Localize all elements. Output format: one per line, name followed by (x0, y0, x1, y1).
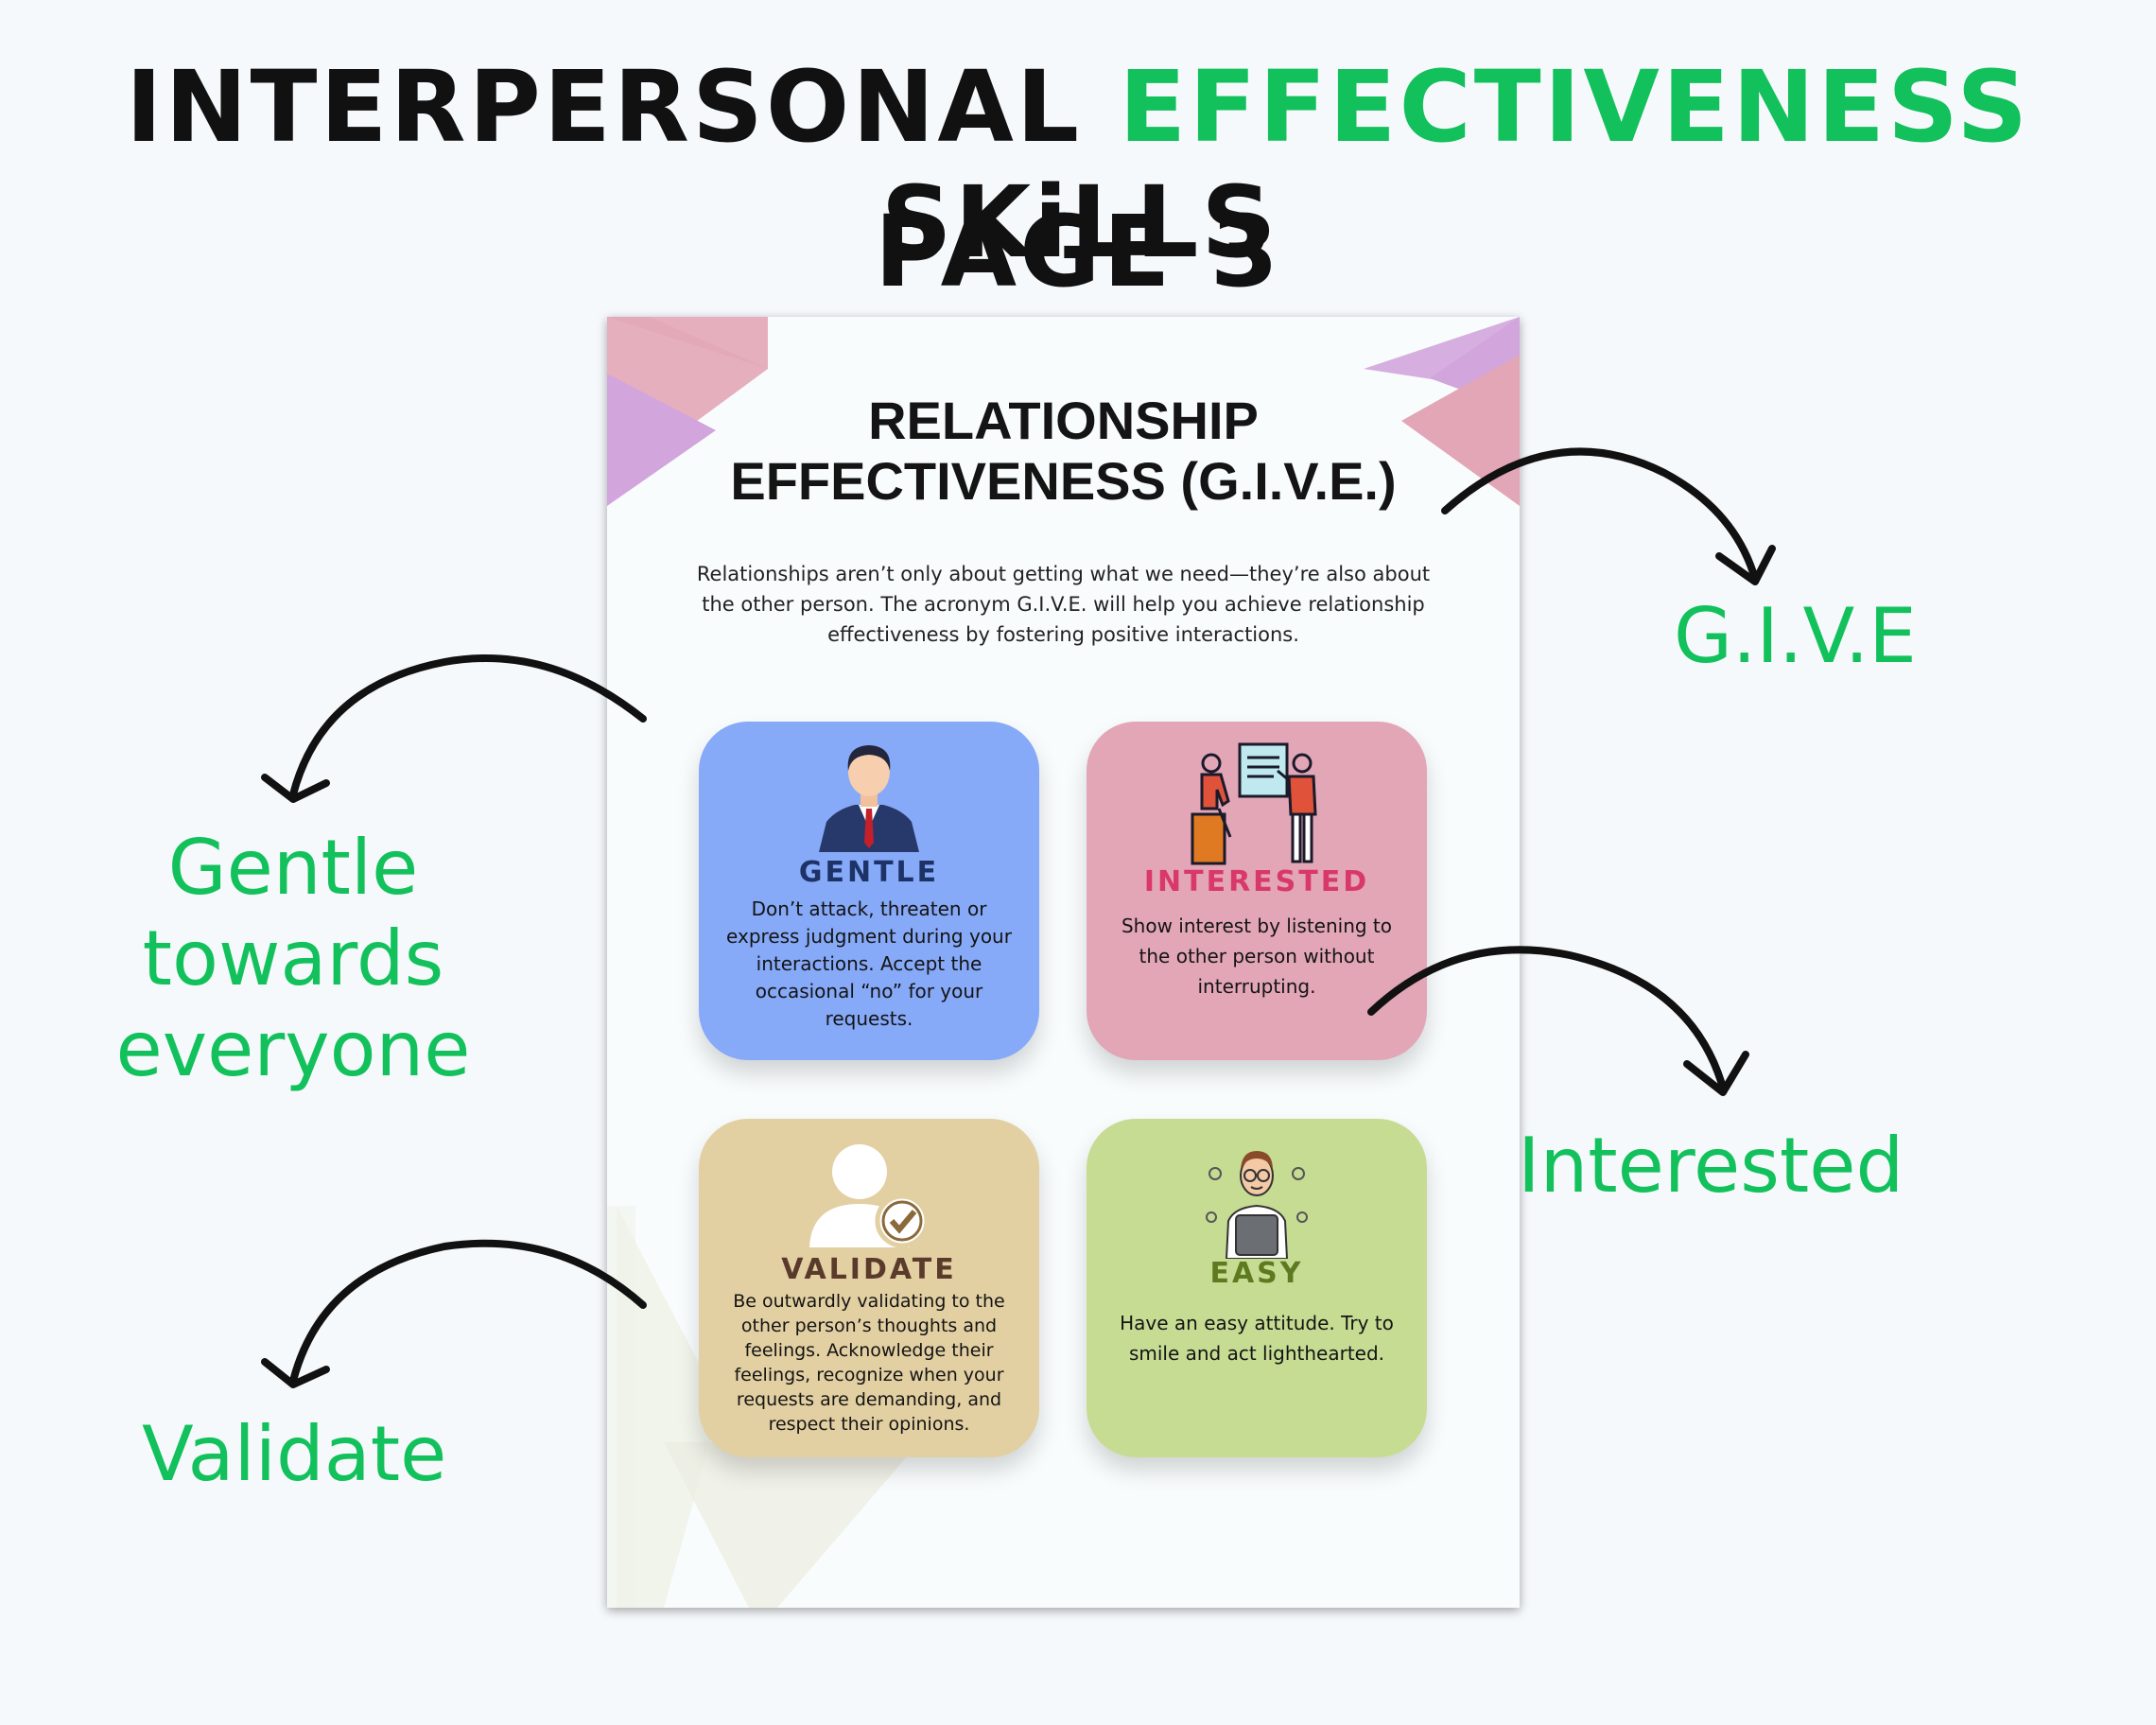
annotation-gentle: Gentle towards everyone (9, 823, 577, 1095)
arrow-gentle (289, 654, 647, 798)
arrowhead-give (1715, 545, 1776, 585)
user-check-icon (699, 1143, 1039, 1251)
arrow-validate (289, 1239, 647, 1385)
headline-part1: INTERPERSONAL (125, 49, 1120, 165)
card-gentle: GENTLE Don’t attack, threaten or express… (699, 722, 1039, 1060)
arrowhead-interested (1683, 1051, 1749, 1096)
intro-line: effectiveness by fostering positive inte… (827, 623, 1299, 646)
annotation-validate: Validate (142, 1410, 447, 1498)
presentation-icon (1087, 742, 1427, 869)
card-label-gentle: GENTLE (798, 856, 940, 889)
card-desc-interested: Show interest by listening to the other … (1121, 915, 1392, 998)
poster-title-line1: RELATIONSHIP (868, 391, 1259, 450)
page-headline: INTERPERSONAL EFFECTIVENESS SKiLLS (0, 49, 2156, 280)
poster-intro: Relationships aren’t only about getting … (664, 559, 1463, 650)
annotation-interested: Interested (1518, 1122, 1904, 1210)
card-easy: EASY Have an easy attitude. Try to smile… (1087, 1119, 1427, 1457)
annotation-give: G.I.V.E (1674, 592, 1917, 680)
annotation-gentle-line2: everyone (115, 1005, 471, 1093)
annotation-gentle-line1: Gentle towards (142, 824, 444, 1002)
page-subheadline: PAGE 3 (874, 194, 1282, 309)
card-label-validate: VALIDATE (781, 1253, 957, 1286)
worksheet-poster: RELATIONSHIP EFFECTIVENESS (G.I.V.E.) Re… (607, 317, 1520, 1608)
card-desc-easy: Have an easy attitude. Try to smile and … (1120, 1312, 1394, 1365)
arrowhead-gentle (261, 774, 330, 803)
card-validate: VALIDATE Be outwardly validating to the … (699, 1119, 1039, 1457)
businessman-icon (699, 739, 1039, 856)
card-desc-gentle: Don’t attack, threaten or express judgme… (726, 897, 1012, 1030)
headline-part2: SKiLLS (880, 165, 1276, 280)
card-label-easy: EASY (1209, 1257, 1304, 1290)
intro-line: the other person. The acronym G.I.V.E. w… (702, 593, 1425, 616)
corner-triangle-purple-left (607, 374, 716, 506)
card-interested: INTERESTED Show interest by listening to… (1087, 722, 1427, 1060)
arrowhead-validate (261, 1358, 330, 1388)
intro-line: Relationships aren’t only about getting … (696, 563, 1431, 585)
thinking-man-icon (1087, 1136, 1427, 1263)
poster-title-line2: EFFECTIVENESS (G.I.V.E.) (730, 451, 1397, 511)
headline-highlight: EFFECTIVENESS (1119, 49, 2031, 165)
card-desc-validate: Be outwardly validating to the other per… (733, 1291, 1005, 1435)
card-label-interested: INTERESTED (1143, 865, 1370, 898)
